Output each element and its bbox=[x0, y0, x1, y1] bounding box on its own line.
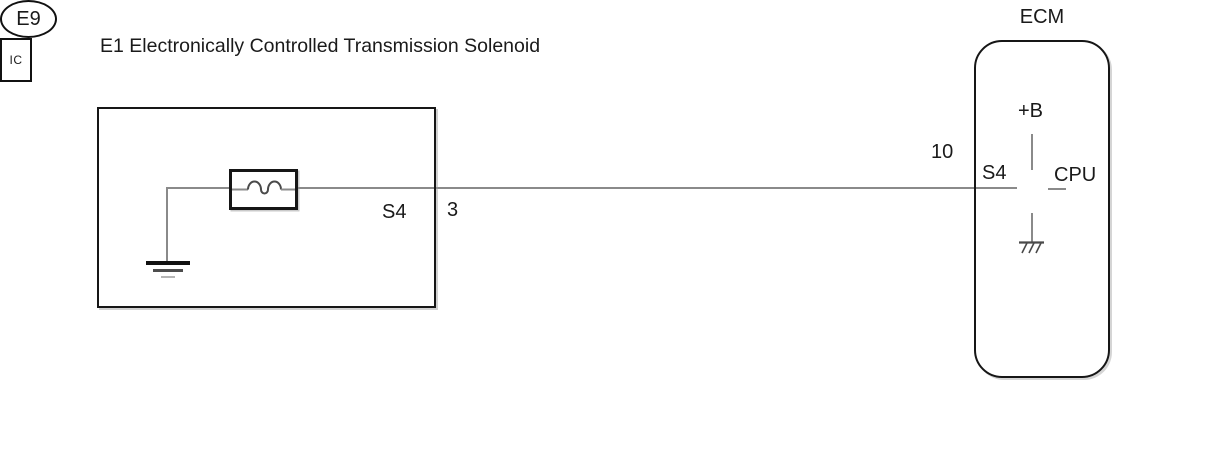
solenoid-terminal-label: S4 bbox=[382, 201, 407, 223]
ecm-terminal-label: S4 bbox=[982, 162, 1007, 184]
ecm-box bbox=[974, 40, 1110, 378]
coil-icon bbox=[232, 180, 295, 195]
connector-id-label: E9 bbox=[16, 7, 41, 30]
cpu-wire bbox=[1048, 188, 1066, 190]
wire-number-label: 3 bbox=[447, 199, 459, 221]
ic-box: IC bbox=[0, 38, 32, 82]
cpu-label: CPU bbox=[1054, 164, 1097, 186]
connector-pin-number: 10 bbox=[931, 141, 954, 163]
power-wire bbox=[1031, 134, 1033, 170]
ic-ground-wire bbox=[1031, 213, 1033, 243]
chassis-ground-icon bbox=[1019, 241, 1044, 254]
coil-box bbox=[229, 169, 298, 210]
ic-label: IC bbox=[9, 53, 23, 67]
connector-e9-oval: E9 bbox=[0, 0, 57, 38]
power-terminal-label: +B bbox=[1018, 100, 1044, 122]
ecm-title: ECM bbox=[1019, 6, 1065, 28]
solenoid-component-box bbox=[97, 107, 436, 308]
diagram-title: E1 Electronically Controlled Transmissio… bbox=[100, 35, 541, 57]
harness-wire bbox=[166, 187, 1017, 189]
